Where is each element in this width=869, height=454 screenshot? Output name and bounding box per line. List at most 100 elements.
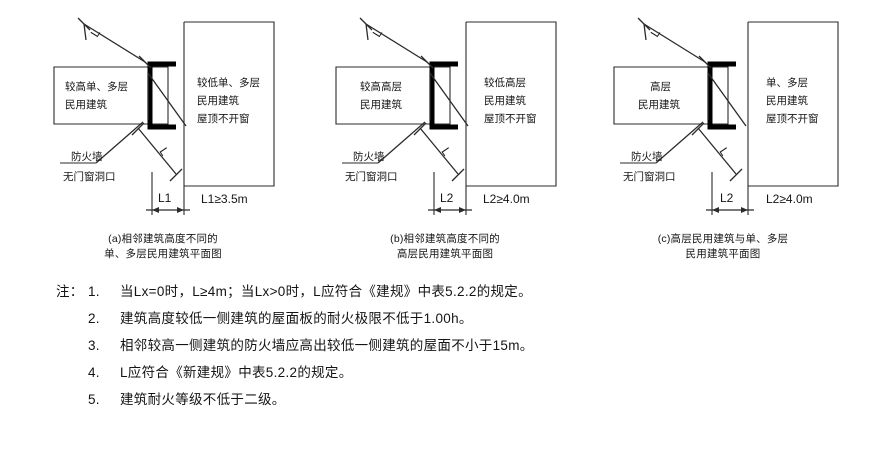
upper-leader-stub — [643, 23, 647, 41]
plan-drawing-a: L L 防火墙 无门窗洞口 L1 L1≥3.5m — [53, 17, 275, 215]
upper-leader-tick-end — [698, 55, 712, 69]
note-text-4: L应符合《新建规》中表5.2.2的规定。 — [120, 365, 353, 380]
note-number-5: 5. — [88, 392, 100, 407]
leader-label-top-b: L — [370, 26, 386, 39]
lower-leader-tick-end — [169, 168, 183, 182]
note-row-3: 3. 相邻较高一侧建筑的防火墙应高出较低一侧建筑的屋面不小于15m。 — [56, 332, 756, 359]
left-building-outline — [335, 66, 451, 125]
note-row-2: 2. 建筑高度较低一侧建筑的屋面板的耐火极限不低于1.00h。 — [56, 305, 756, 332]
note-row-1: 注： 1. 当Lx=0时，L≥4m；当Lx>0时，L应符合《建规》中表5.2.2… — [56, 278, 756, 305]
dim-arrow-right — [177, 207, 184, 213]
dim-arrow-left — [712, 207, 719, 213]
leader-label-top-a: L — [88, 26, 104, 39]
caption-b-line-1: (b)相邻建筑高度不同的 — [390, 233, 500, 245]
firewall-thick-line — [707, 61, 736, 130]
dim-arrow-right — [741, 207, 748, 213]
upper-leader-stub — [83, 23, 87, 41]
dimension-label-b: L2 — [440, 191, 454, 205]
upper-leader-line — [83, 23, 146, 63]
right-building-line-3-c: 屋顶不开窗 — [766, 112, 819, 125]
right-building-line-2-c: 民用建筑 — [766, 94, 808, 107]
firewall-leader-line — [655, 121, 704, 164]
plan-panel-a: L L 防火墙 无门窗洞口 L1 L1≥3.5m — [18, 0, 308, 272]
lower-leader-line — [419, 127, 459, 175]
firewall-diagonal — [429, 72, 469, 127]
panel-caption-c: (c)高层民用建筑与单、多层 民用建筑平面图 — [578, 232, 868, 262]
dimension-label-c: L2 — [720, 191, 734, 205]
right-building-outline — [184, 21, 275, 187]
firewall-diagonal — [147, 72, 187, 127]
plan-drawing-b: L L 防火墙 无门窗洞口 L2 L2≥4.0m 较高高层 民用建筑 较低高层 — [335, 17, 557, 215]
note-number-3: 3. — [88, 338, 100, 353]
firewall-label-c: 防火墙 — [631, 150, 663, 163]
plan-panel-c: L L 防火墙 无门窗洞口 L2 L2≥4.0m 高层 民用建筑 单、多层 — [578, 0, 868, 272]
dim-arrow-left — [152, 207, 159, 213]
left-building-line-2-a: 民用建筑 — [65, 98, 107, 111]
note-text-2: 建筑高度较低一侧建筑的屋面板的耐火极限不低于1.00h。 — [120, 311, 473, 326]
firewall-leader-line — [95, 121, 144, 164]
opening-label-b: 无门窗洞口 — [345, 170, 398, 183]
right-building-line-3-a: 屋顶不开窗 — [197, 112, 250, 125]
right-building-outline — [466, 21, 557, 187]
note-number-1: 1. — [88, 284, 100, 299]
firewall-label-b: 防火墙 — [353, 150, 385, 163]
upper-leader-tick-end — [138, 55, 152, 69]
lower-leader-line — [697, 127, 737, 175]
dim-arrow-right — [459, 207, 466, 213]
upper-leader-stub — [365, 23, 369, 41]
panel-caption-b: (b)相邻建筑高度不同的 高层民用建筑平面图 — [300, 232, 590, 262]
caption-b-line-2: 高层民用建筑平面图 — [396, 248, 494, 260]
left-building-line-2-b: 民用建筑 — [360, 98, 402, 111]
dim-arrow-left — [434, 207, 441, 213]
lower-leader-tick-end — [729, 168, 743, 182]
leader-label-bottom-b: L — [439, 145, 455, 159]
upper-leader-line — [643, 23, 706, 63]
dimension-note-c: L2≥4.0m — [766, 192, 813, 206]
opening-label-a: 无门窗洞口 — [63, 170, 116, 183]
firewall-diagonal — [707, 72, 747, 127]
plan-panel-b: L L 防火墙 无门窗洞口 L2 L2≥4.0m 较高高层 民用建筑 较低高层 — [300, 0, 590, 272]
right-building-outline — [748, 21, 839, 187]
note-row-5: 5. 建筑耐火等级不低于二级。 — [56, 386, 756, 413]
notes-block: 注： 1. 当Lx=0时，L≥4m；当Lx>0时，L应符合《建规》中表5.2.2… — [56, 278, 756, 413]
leader-label-bottom-a: L — [157, 145, 173, 159]
lower-leader-tick-start — [691, 122, 705, 136]
dimension-label-a: L1 — [158, 191, 172, 205]
right-building-line-2-a: 民用建筑 — [197, 94, 239, 107]
note-text-3: 相邻较高一侧建筑的防火墙应高出较低一侧建筑的屋面不小于15m。 — [120, 338, 534, 353]
caption-a-line-2: 单、多层民用建筑平面图 — [104, 248, 222, 260]
left-building-line-1-b: 较高高层 — [360, 80, 402, 93]
leader-label-bottom-c: L — [717, 145, 733, 159]
upper-leader-line — [365, 23, 428, 63]
left-building-line-1-c: 高层 — [650, 80, 671, 93]
caption-c-line-1: (c)高层民用建筑与单、多层 — [657, 233, 789, 245]
note-text-1: 当Lx=0时，L≥4m；当Lx>0时，L应符合《建规》中表5.2.2的规定。 — [120, 284, 532, 299]
upper-leader-tick-end — [420, 55, 434, 69]
left-building-outline — [613, 66, 729, 125]
panel-caption-a: (a)相邻建筑高度不同的 单、多层民用建筑平面图 — [18, 232, 308, 262]
left-building-line-1-a: 较高单、多层 — [65, 80, 128, 93]
left-building-line-2-c: 民用建筑 — [638, 98, 680, 111]
note-number-4: 4. — [88, 365, 100, 380]
lower-leader-tick-start — [413, 122, 427, 136]
dimension-note-a: L1≥3.5m — [201, 192, 248, 206]
leader-label-top-c: L — [648, 26, 664, 39]
notes-heading: 注： — [56, 284, 84, 299]
right-building-line-1-b: 较低高层 — [484, 76, 526, 89]
lower-leader-tick-end — [451, 168, 465, 182]
right-building-line-3-b: 屋顶不开窗 — [484, 112, 537, 125]
caption-c-line-2: 民用建筑平面图 — [685, 248, 761, 260]
firewall-leader-line — [377, 121, 426, 164]
note-number-2: 2. — [88, 311, 100, 326]
opening-label-c: 无门窗洞口 — [623, 170, 676, 183]
panels-row: L L 防火墙 无门窗洞口 L1 L1≥3.5m — [18, 0, 868, 272]
note-text-5: 建筑耐火等级不低于二级。 — [120, 392, 286, 407]
right-building-line-2-b: 民用建筑 — [484, 94, 526, 107]
lower-leader-tick-start — [131, 122, 145, 136]
firewall-thick-line — [429, 61, 458, 130]
plan-drawing-c: L L 防火墙 无门窗洞口 L2 L2≥4.0m 高层 民用建筑 单、多层 — [613, 17, 839, 215]
firewall-label-a: 防火墙 — [71, 150, 103, 163]
lower-leader-line — [137, 127, 177, 175]
caption-a-line-1: (a)相邻建筑高度不同的 — [108, 233, 218, 245]
